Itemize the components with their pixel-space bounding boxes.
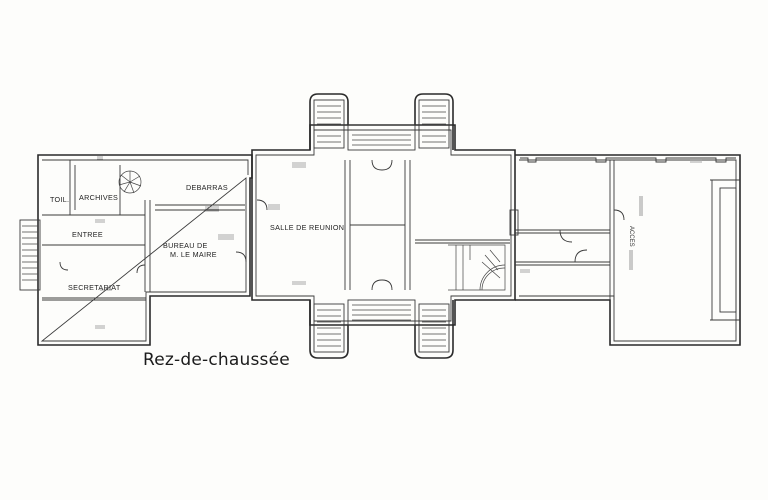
room-labels: TOIL. ARCHIVES ENTREE DEBARRAS BUREAU DE…: [50, 183, 634, 292]
north-pavilions: [309, 93, 454, 151]
floor-caption: Rez-de-chaussée: [143, 350, 290, 370]
label-salle-reunion: SALLE DE REUNION: [270, 223, 344, 232]
label-entree: ENTREE: [72, 230, 103, 239]
label-secretariat: SECRETARIAT: [68, 283, 121, 292]
label-bureau-line1: BUREAU DE: [163, 241, 208, 250]
label-toilettes: TOIL.: [50, 195, 69, 204]
label-bureau-line2: M. LE MAIRE: [170, 250, 217, 259]
label-debarras: DEBARRAS: [186, 183, 228, 192]
east-wing: [509, 154, 741, 346]
west-wing: [19, 154, 253, 346]
south-pavilions: [309, 299, 454, 359]
label-archives: ARCHIVES: [79, 193, 118, 202]
label-east-room: ACCES: [628, 226, 634, 247]
